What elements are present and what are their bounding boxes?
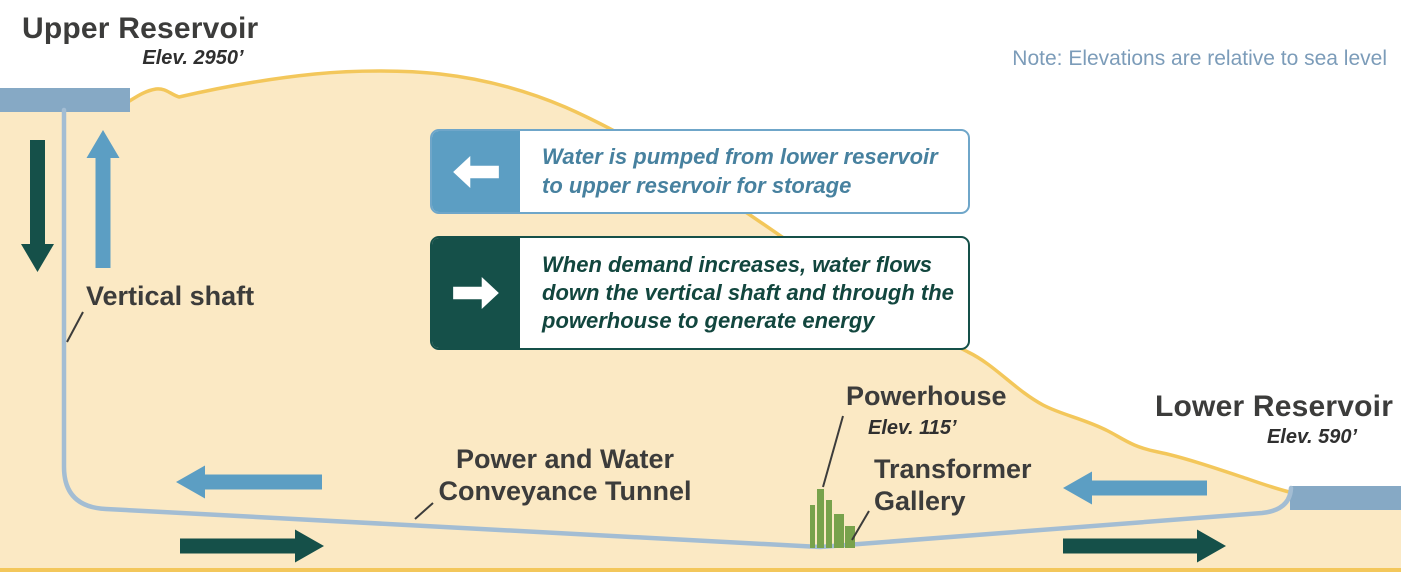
- tunnel-left-pump-arrow-icon: [176, 465, 322, 499]
- lower-left-pump-arrow-icon: [1063, 471, 1207, 505]
- legend-generate-text: When demand increases, water flows down …: [542, 251, 954, 334]
- lower-reservoir-elevation: Elev. 590’: [1266, 426, 1358, 448]
- upper-reservoir-title: Upper Reservoir: [22, 12, 259, 45]
- conveyance-tunnel-label-line2: Conveyance Tunnel: [438, 475, 692, 506]
- lower-right-flow-arrow-icon: [1063, 529, 1226, 563]
- right-arrow-icon: [432, 238, 520, 348]
- conveyance-tunnel-label-line1: Power and Water: [455, 444, 675, 474]
- down-flow-arrow-icon: [21, 140, 54, 272]
- powerhouse-elevation: Elev. 115’: [868, 417, 957, 439]
- up-pump-arrow-icon: [86, 130, 120, 268]
- transformer-gallery-label: Transformer Gallery: [874, 454, 1032, 517]
- powerhouse-building-icon: [810, 489, 855, 548]
- elevation-note: Note: Elevations are relative to sea lev…: [1012, 47, 1387, 70]
- tunnel-pointer-line: [414, 502, 434, 520]
- upper-reservoir-elevation: Elev. 2950’: [142, 47, 244, 69]
- ground-bottom-border: [0, 568, 1401, 572]
- lower-reservoir-water: [1290, 486, 1401, 510]
- transformer-pointer-line: [851, 510, 870, 541]
- conveyance-tunnel-label: Power and Water Conveyance Tunnel: [412, 444, 718, 507]
- powerhouse-label: Powerhouse: [846, 381, 1007, 411]
- lower-reservoir-title: Lower Reservoir: [1155, 390, 1394, 423]
- left-arrow-icon: [432, 131, 520, 212]
- tunnel-right-flow-arrow-icon: [180, 529, 324, 563]
- transformer-gallery-label-line1: Transformer: [874, 454, 1032, 484]
- legend-generate-box: When demand increases, water flows down …: [430, 236, 970, 350]
- legend-pump-box: Water is pumped from lower reservoir to …: [430, 129, 970, 214]
- legend-pump-text: Water is pumped from lower reservoir to …: [542, 144, 938, 198]
- powerhouse-pointer-line: [822, 415, 844, 488]
- transformer-gallery-label-line2: Gallery: [874, 485, 966, 516]
- shaft-tunnel-line: [61, 107, 1294, 550]
- vertical-shaft-pointer-line: [66, 311, 84, 343]
- vertical-shaft-label: Vertical shaft: [86, 281, 255, 311]
